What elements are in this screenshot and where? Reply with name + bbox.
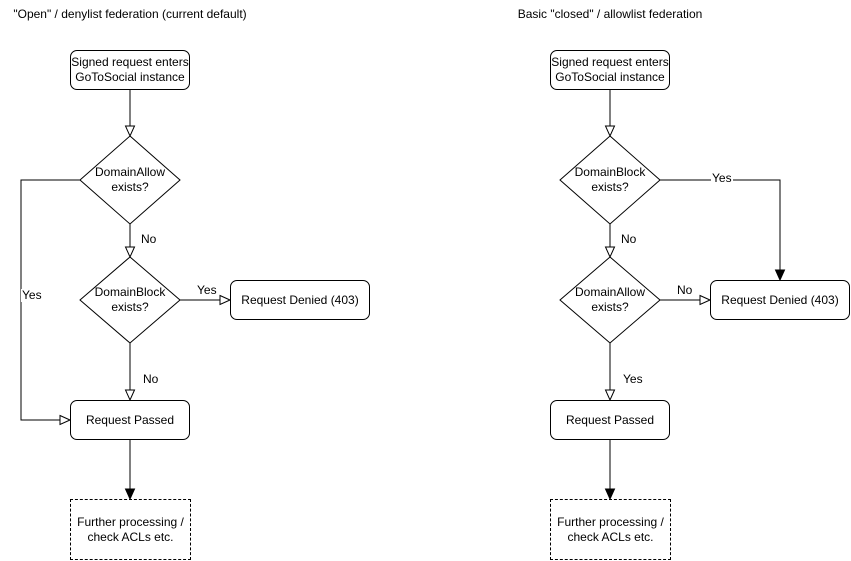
left-denied-node: Request Denied (403) [230,280,370,320]
left-start-node-line2: GoToSocial instance [75,70,185,84]
left-further-node-line2: check ACLs etc. [87,529,174,544]
right-start-node-line2: GoToSocial instance [555,70,665,84]
left-passed-node-label: Request Passed [85,412,175,427]
left-decision2-yes-label: Yes [196,283,218,297]
right-further-node-line2: check ACLs etc. [567,529,654,544]
left-decision1-diamond [79,135,181,225]
left-start-node: Signed request enters GoToSocial instanc… [70,50,190,90]
right-start-node: Signed request enters GoToSocial instanc… [550,50,670,90]
right-denied-node: Request Denied (403) [710,280,850,320]
right-denied-node-label: Request Denied (403) [721,292,839,307]
right-passed-node: Request Passed [550,400,670,440]
left-further-node: Further processing / check ACLs etc. [70,499,191,560]
right-passed-node-label: Request Passed [565,412,655,427]
left-denied-node-label: Request Denied (403) [241,292,359,307]
left-decision1-yes-label: Yes [21,288,43,302]
left-flow-title: "Open" / denylist federation (current de… [13,7,247,21]
left-decision2-no-label: No [142,372,160,386]
right-further-node: Further processing / check ACLs etc. [550,499,671,560]
right-decision1-yes-label: Yes [711,171,733,185]
right-decision1-no-label: No [620,232,638,246]
right-decision2-yes-label: Yes [622,372,644,386]
left-passed-node: Request Passed [70,400,190,440]
right-further-node-line1: Further processing / [557,514,664,529]
right-decision2-no-label: No [676,283,694,297]
right-arrow-decision1-yes-to-denied [660,179,780,280]
left-start-node-line1: Signed request enters [71,55,189,69]
left-decision1-no-label: No [140,232,158,246]
right-start-node-line1: Signed request enters [551,55,669,69]
right-flow-title: Basic "closed" / allowlist federation [517,7,703,21]
left-decision2-diamond [79,256,181,344]
right-decision1-diamond [559,135,661,225]
left-further-node-line1: Further processing / [77,514,184,529]
right-decision2-diamond [559,256,661,344]
